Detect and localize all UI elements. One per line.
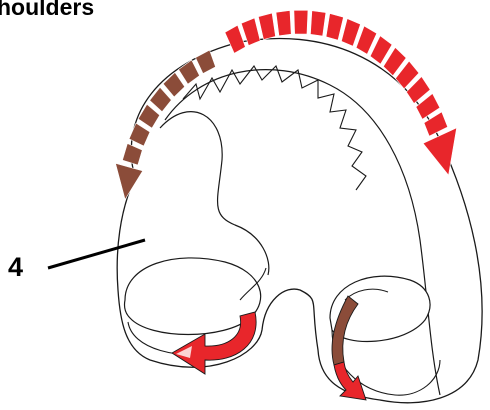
red-arc-segment [326, 13, 343, 40]
red-arc-segment [276, 11, 291, 36]
red-arc-segment [258, 13, 275, 40]
red-arc-segment [294, 10, 308, 34]
red-arc-segment [310, 11, 325, 36]
red-arc-segment [341, 19, 360, 47]
